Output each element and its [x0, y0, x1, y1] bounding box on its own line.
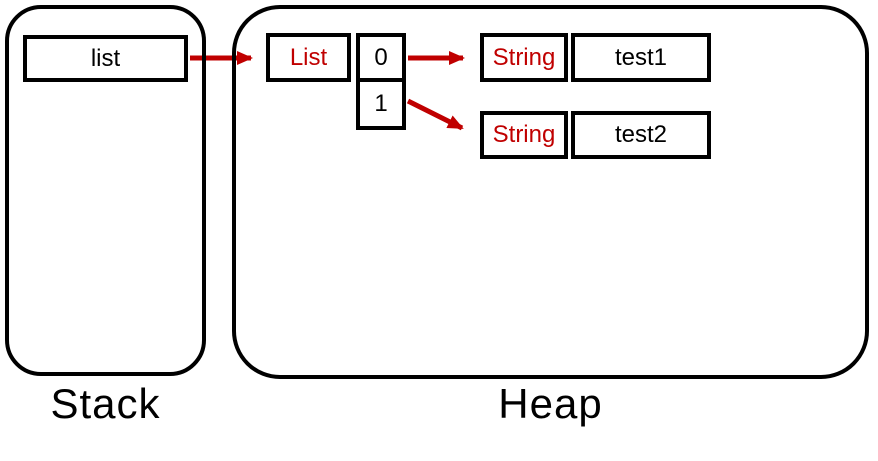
heap-region — [232, 5, 869, 379]
list-object-type-box: List — [266, 33, 351, 82]
string-object-2-value-box: test2 — [571, 111, 711, 159]
stack-region — [5, 5, 206, 376]
string-object-2-type-label: String — [492, 121, 556, 148]
string-object-2-value-label: test2 — [614, 121, 668, 148]
stack-region-label: Stack — [50, 380, 161, 427]
string-object-1-value-box: test1 — [571, 33, 711, 82]
list-index-0-cell: 0 — [356, 33, 406, 82]
string-object-2-type-box: String — [480, 111, 568, 159]
list-index-0-label: 0 — [374, 43, 388, 71]
stack-variable-label: list — [90, 44, 121, 72]
heap-region-label: Heap — [498, 380, 603, 427]
list-index-1-label: 1 — [374, 90, 388, 117]
stack-variable-box: list — [23, 35, 188, 82]
string-object-1-type-box: String — [480, 33, 568, 82]
string-object-1-type-label: String — [492, 43, 556, 71]
string-object-1-value-label: test1 — [614, 43, 668, 71]
list-object-type-label: List — [289, 43, 328, 71]
list-index-1-cell: 1 — [356, 82, 406, 130]
